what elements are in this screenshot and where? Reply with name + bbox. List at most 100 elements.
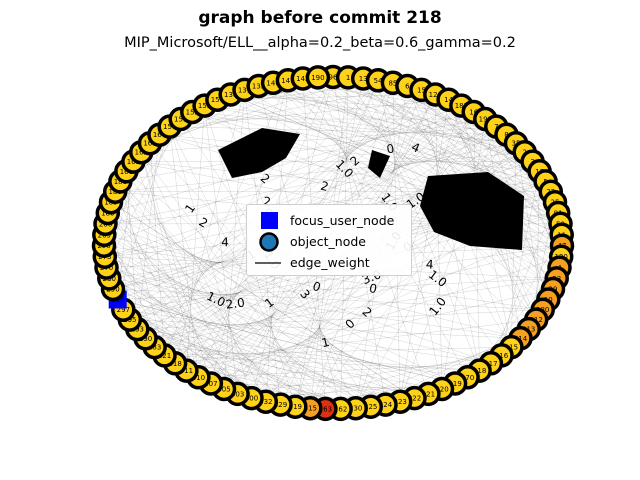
edge-line — [123, 309, 491, 364]
node-label: 311 — [180, 367, 193, 375]
edge-line — [169, 126, 311, 409]
edge-line — [348, 77, 561, 224]
edge-line — [237, 355, 502, 395]
edge-line — [117, 299, 456, 384]
edge-line — [107, 212, 456, 384]
edge-line — [106, 118, 181, 268]
node-label: 161 — [127, 158, 140, 166]
edge-line — [123, 309, 401, 402]
node-label: 303 — [231, 390, 244, 398]
edge-line — [169, 126, 507, 135]
edge-line — [501, 171, 540, 356]
node-label: 163 — [143, 140, 156, 148]
edge-line — [109, 278, 326, 410]
edge-line — [159, 134, 540, 172]
edge-line — [110, 202, 415, 399]
edge-line — [112, 288, 543, 310]
node-label: 164 — [153, 131, 167, 139]
edge-line — [164, 346, 512, 356]
edge-line — [363, 78, 562, 257]
node-label: 283 — [148, 344, 161, 352]
edge-weight-label: 1.0 — [426, 295, 449, 319]
edge-line — [106, 267, 443, 390]
edge-cluster-2 — [368, 150, 390, 178]
edge-line — [154, 245, 562, 348]
edge-weight-label: 2 — [319, 179, 330, 195]
node-label: 215 — [505, 344, 518, 352]
node-label: 293 — [131, 326, 144, 334]
edge-line — [123, 309, 341, 410]
edge-line — [109, 278, 521, 339]
edge-line — [103, 245, 252, 399]
edge-weight-label: 2 — [262, 194, 272, 209]
edge-line — [137, 329, 468, 378]
node-label: 1 — [346, 74, 350, 82]
edge-line — [126, 171, 138, 330]
edge-line — [104, 134, 507, 257]
edge-line — [109, 278, 371, 407]
edge-line — [104, 245, 543, 310]
edge-line — [145, 278, 557, 339]
node-label: 217 — [484, 360, 497, 368]
edge-line — [117, 299, 456, 384]
node-label: 310 — [192, 374, 205, 382]
edge-line — [217, 94, 436, 100]
edge-line — [107, 212, 281, 405]
node-label: 222 — [408, 395, 421, 403]
edge-line — [110, 202, 238, 394]
graph-subtitle: MIP_Microsoft/ELL__alpha=0.2_beta=0.6_ga… — [124, 35, 516, 51]
edge-line — [120, 181, 165, 356]
edge-line — [149, 143, 165, 356]
edge-line — [230, 94, 474, 113]
edge-line — [123, 94, 436, 310]
edge-line — [332, 76, 551, 192]
node-label: 152 — [186, 109, 199, 117]
edge-line — [107, 212, 296, 407]
edge-line — [490, 202, 556, 364]
node-label: 85 — [388, 79, 397, 87]
edge-line — [244, 89, 525, 153]
edge-line — [120, 118, 486, 182]
edge-weight-label: 0 — [386, 141, 396, 156]
node-label: 126 — [429, 91, 443, 99]
edge-weight-label: 1.0 — [204, 289, 227, 310]
edge-line — [258, 85, 549, 300]
node-label: 140 — [266, 79, 279, 87]
node-label: 307 — [204, 380, 217, 388]
edge-line — [103, 105, 462, 246]
edge-line — [154, 76, 334, 348]
edge-line — [407, 85, 561, 224]
edge-weight-label: 1 — [320, 335, 331, 350]
edge-line — [204, 105, 540, 172]
edge-line — [107, 212, 356, 409]
edge-cluster-3 — [420, 172, 524, 250]
focus-user-square-icon — [261, 212, 278, 229]
edge-line — [515, 143, 543, 310]
edge-line-icon — [255, 262, 281, 264]
node-label: 150 — [163, 123, 176, 131]
legend-label-edge-weight: edge_weight — [290, 255, 370, 270]
edge-line — [137, 309, 543, 330]
node-label: 54 — [374, 77, 383, 85]
edge-line — [149, 78, 364, 144]
node-label: 321 — [158, 352, 171, 360]
node-label: 221 — [422, 390, 435, 398]
edge-weight-label: 1 — [262, 295, 277, 311]
graph-title: graph before commit 218 — [198, 8, 442, 28]
node-label: 262 — [334, 405, 347, 413]
edge-line — [141, 126, 497, 153]
edge-line — [210, 383, 442, 390]
node-label: 214 — [514, 335, 528, 343]
edge-line — [186, 288, 554, 371]
edge-line — [145, 338, 356, 409]
node-label: 230 — [349, 405, 362, 413]
node-label: 225 — [364, 403, 377, 411]
legend-item-focus-user: focus_user_node — [247, 211, 411, 231]
edge-line — [109, 278, 266, 402]
edge-line — [105, 143, 517, 224]
edge-line — [536, 171, 540, 320]
edge-line — [332, 76, 540, 172]
edge-line — [363, 78, 560, 268]
legend-item-edge-weight: edge_weight — [247, 253, 411, 273]
node-label: 162 — [135, 149, 148, 157]
